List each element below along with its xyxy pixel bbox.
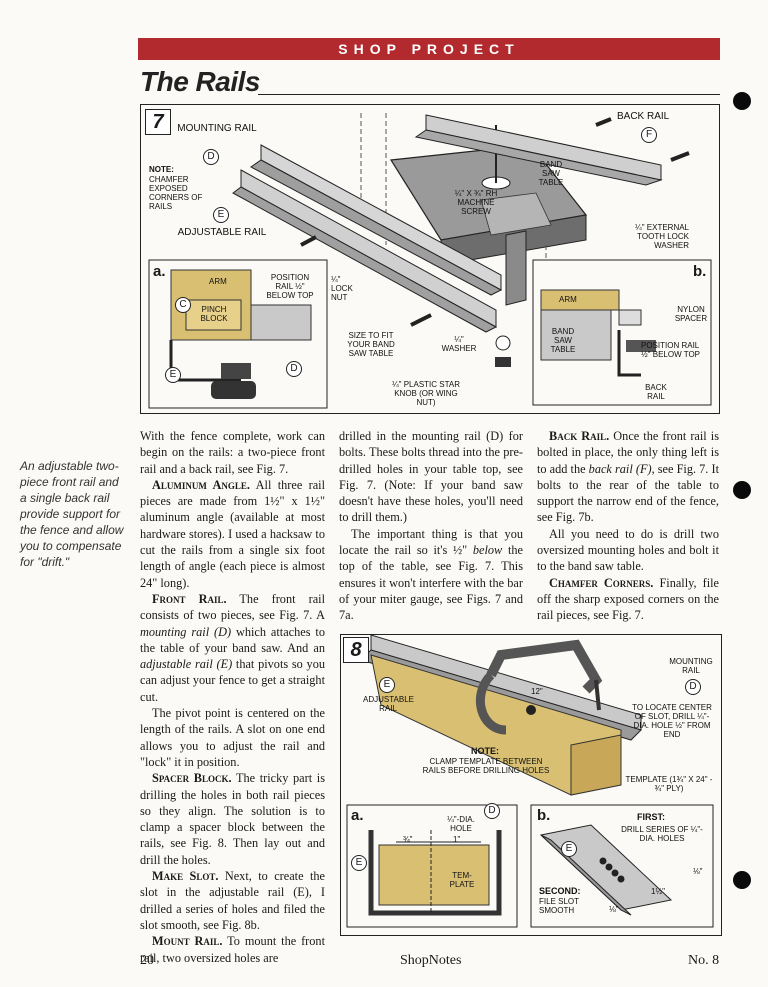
col3-p1-em: back rail (F)	[588, 461, 652, 476]
one-half-label: 1½"	[651, 887, 665, 896]
col1-p3a: The front rail consists of two pieces, s…	[140, 591, 325, 623]
first-label: FIRST:	[637, 812, 665, 822]
fig8-detail-b-e-marker: E	[561, 841, 577, 857]
col1-p7: To mount the front rail, two oversized h…	[140, 934, 325, 965]
part-e-marker: E	[213, 207, 229, 223]
col1-p2: All three rail pieces are made from 1½" …	[140, 477, 325, 590]
heading-mount-rail: Mount Rail.	[152, 934, 223, 949]
col1-p4: The pivot point is centered on the lengt…	[140, 706, 325, 769]
figure-7-drawing	[148, 113, 712, 409]
mounting-rail-label: MOUNTING RAIL	[177, 123, 257, 134]
col3-p2: All you need to do is drill two oversize…	[537, 526, 719, 574]
col1-p5: The tricky part is drilling the holes in…	[140, 771, 325, 867]
detail-a-template-label: TEM-PLATE	[449, 871, 475, 889]
heading-aluminum-angle: Aluminum Angle.	[152, 477, 250, 492]
eighth-label: ⅛"	[693, 867, 703, 876]
lock-nut-label: ¼" LOCK NUT	[331, 275, 353, 302]
part-f-marker: F	[641, 127, 657, 143]
body-column-2: drilled in the mounting rail (D) for bol…	[339, 428, 523, 624]
detail-b-position-label: POSITION RAIL ½" BELOW TOP	[641, 341, 701, 359]
col1-p1: With the fence complete, work can begin …	[140, 429, 325, 476]
heading-front-rail: Front Rail.	[152, 591, 227, 606]
eighth-2-label: ⅛"	[609, 905, 619, 914]
binder-hole-icon	[733, 871, 751, 889]
issue-number: No. 8	[688, 953, 720, 968]
fig8-detail-a-e-marker: E	[351, 855, 367, 871]
figure-8: 8 E ADJUSTABLE RAIL 12" MOUNTING RAIL D …	[340, 634, 722, 936]
twelve-inch-label: 12"	[531, 687, 543, 696]
figure-8-number: 8	[343, 637, 369, 663]
detail-a-letter: a.	[153, 263, 166, 280]
lock-washer-label: ¼" EXTERNAL TOOTH LOCK WASHER	[635, 223, 689, 250]
col1-p3-em1: mounting rail (D)	[140, 624, 232, 639]
heading-make-slot: Make Slot.	[152, 869, 219, 884]
binder-hole-icon	[733, 92, 751, 110]
publication-name: ShopNotes	[400, 953, 462, 968]
page-title: The Rails	[140, 66, 260, 97]
hole-label: ¼"-DIA. HOLE	[447, 815, 475, 833]
note-text: CHAMFER EXPOSED CORNERS OF RAILS	[149, 175, 203, 211]
detail-a-part-e-marker: E	[165, 367, 181, 383]
adjustable-rail-label: ADJUSTABLE RAIL	[177, 227, 267, 238]
page-number: 20	[140, 953, 154, 968]
heading-chamfer-corners: Chamfer Corners.	[549, 575, 654, 590]
heading-back-rail: Back Rail.	[549, 429, 610, 443]
to-locate-label: TO LOCATE CENTER OF SLOT, DRILL ¼"-DIA. …	[632, 703, 712, 739]
body-column-1: With the fence complete, work can begin …	[140, 428, 325, 966]
note-label: NOTE:	[149, 165, 174, 174]
section-banner: SHOP PROJECT	[138, 38, 720, 60]
col2-p2-em: below	[472, 543, 503, 558]
band-saw-table-label: BAND SAW TABLE	[538, 160, 564, 187]
fig8-note-text: CLAMP TEMPLATE BETWEEN RAILS BEFORE DRIL…	[422, 757, 550, 775]
one-inch-label: 1"	[453, 835, 461, 844]
first-text: DRILL SERIES OF ¼"-DIA. HOLES	[621, 825, 703, 843]
fig8-part-d-marker: D	[685, 679, 701, 695]
heading-spacer-block: Spacer Block.	[152, 771, 232, 786]
detail-a-position-label: POSITION RAIL ½" BELOW TOP	[266, 273, 314, 300]
part-d-marker: D	[203, 149, 219, 165]
fig8-mounting-rail-label: MOUNTING RAIL	[669, 657, 713, 675]
washer-label: ¼" WASHER	[441, 335, 477, 353]
col2-p2b: the top of the table, see Fig. 7. This e…	[339, 543, 523, 623]
fig8-detail-a-d-marker: D	[484, 803, 500, 819]
second-label: SECOND:	[539, 886, 581, 896]
template-label: TEMPLATE (1¾" x 24" - ¾" PLY)	[625, 775, 713, 793]
nylon-spacer-label: NYLON SPACER	[674, 305, 708, 323]
detail-b-arm-label: ARM	[559, 295, 577, 304]
col3-p1b: , see Fig. 7. It bolts to the rear of th…	[537, 461, 719, 525]
part-c-marker: C	[175, 297, 191, 313]
col1-p3-em2: adjustable rail (E)	[140, 657, 233, 672]
col1-p3b: which attaches to the table of your band…	[140, 624, 325, 655]
fig8-detail-a-letter: a.	[351, 807, 364, 824]
fig8-adjustable-rail-label: ADJUSTABLE RAIL	[363, 695, 414, 713]
machine-screw-label: ¼" x ¾" Rh MACHINE SCREW	[454, 189, 498, 216]
col3-p3: Finally, file off the sharp exposed corn…	[537, 575, 719, 623]
back-rail-label: BACK RAIL	[617, 111, 670, 122]
fig8-part-e-marker: E	[379, 677, 395, 693]
detail-b-back-rail-label: BACK RAIL	[645, 383, 667, 401]
title-rule	[258, 94, 720, 95]
figure-7-number: 7	[145, 109, 171, 135]
pinch-block-label: PINCH BLOCK	[200, 305, 228, 323]
detail-b-table-label: BAND SAW TABLE	[550, 327, 576, 354]
detail-a-part-d-marker: D	[286, 361, 302, 377]
body-column-3: Back Rail. Once the front rail is bolted…	[537, 428, 719, 624]
size-to-fit-label: SIZE TO FIT YOUR BAND SAW TABLE	[347, 331, 395, 358]
col1-p6: Next, to create the slot in the adjustab…	[140, 869, 325, 932]
col2-p1: drilled in the mounting rail (D) for bol…	[339, 429, 523, 525]
fig8-note-label: NOTE:	[471, 746, 499, 756]
side-caption: An adjustable two-piece front rail and a…	[20, 459, 124, 569]
fig8-detail-b-letter: b.	[537, 807, 551, 824]
three-quarter-label: ¾"	[403, 835, 413, 844]
detail-a-arm-label: ARM	[209, 277, 227, 286]
col3-p1a: Once the front rail is bolted in place, …	[537, 429, 719, 476]
col1-p3c: that pivots so you can adjust your fence…	[140, 657, 325, 704]
star-knob-label: ¼" PLASTIC STAR KNOB (OR WING NUT)	[391, 380, 461, 407]
col2-p2a: The important thing is that you locate t…	[339, 526, 523, 558]
second-text: FILE SLOT SMOOTH	[539, 897, 579, 915]
detail-b-letter: b.	[693, 263, 707, 280]
binder-hole-icon	[733, 481, 751, 499]
figure-7: 7 MOUNTING RAIL D NOTE: CHAMFER EXPOSED …	[140, 104, 720, 414]
